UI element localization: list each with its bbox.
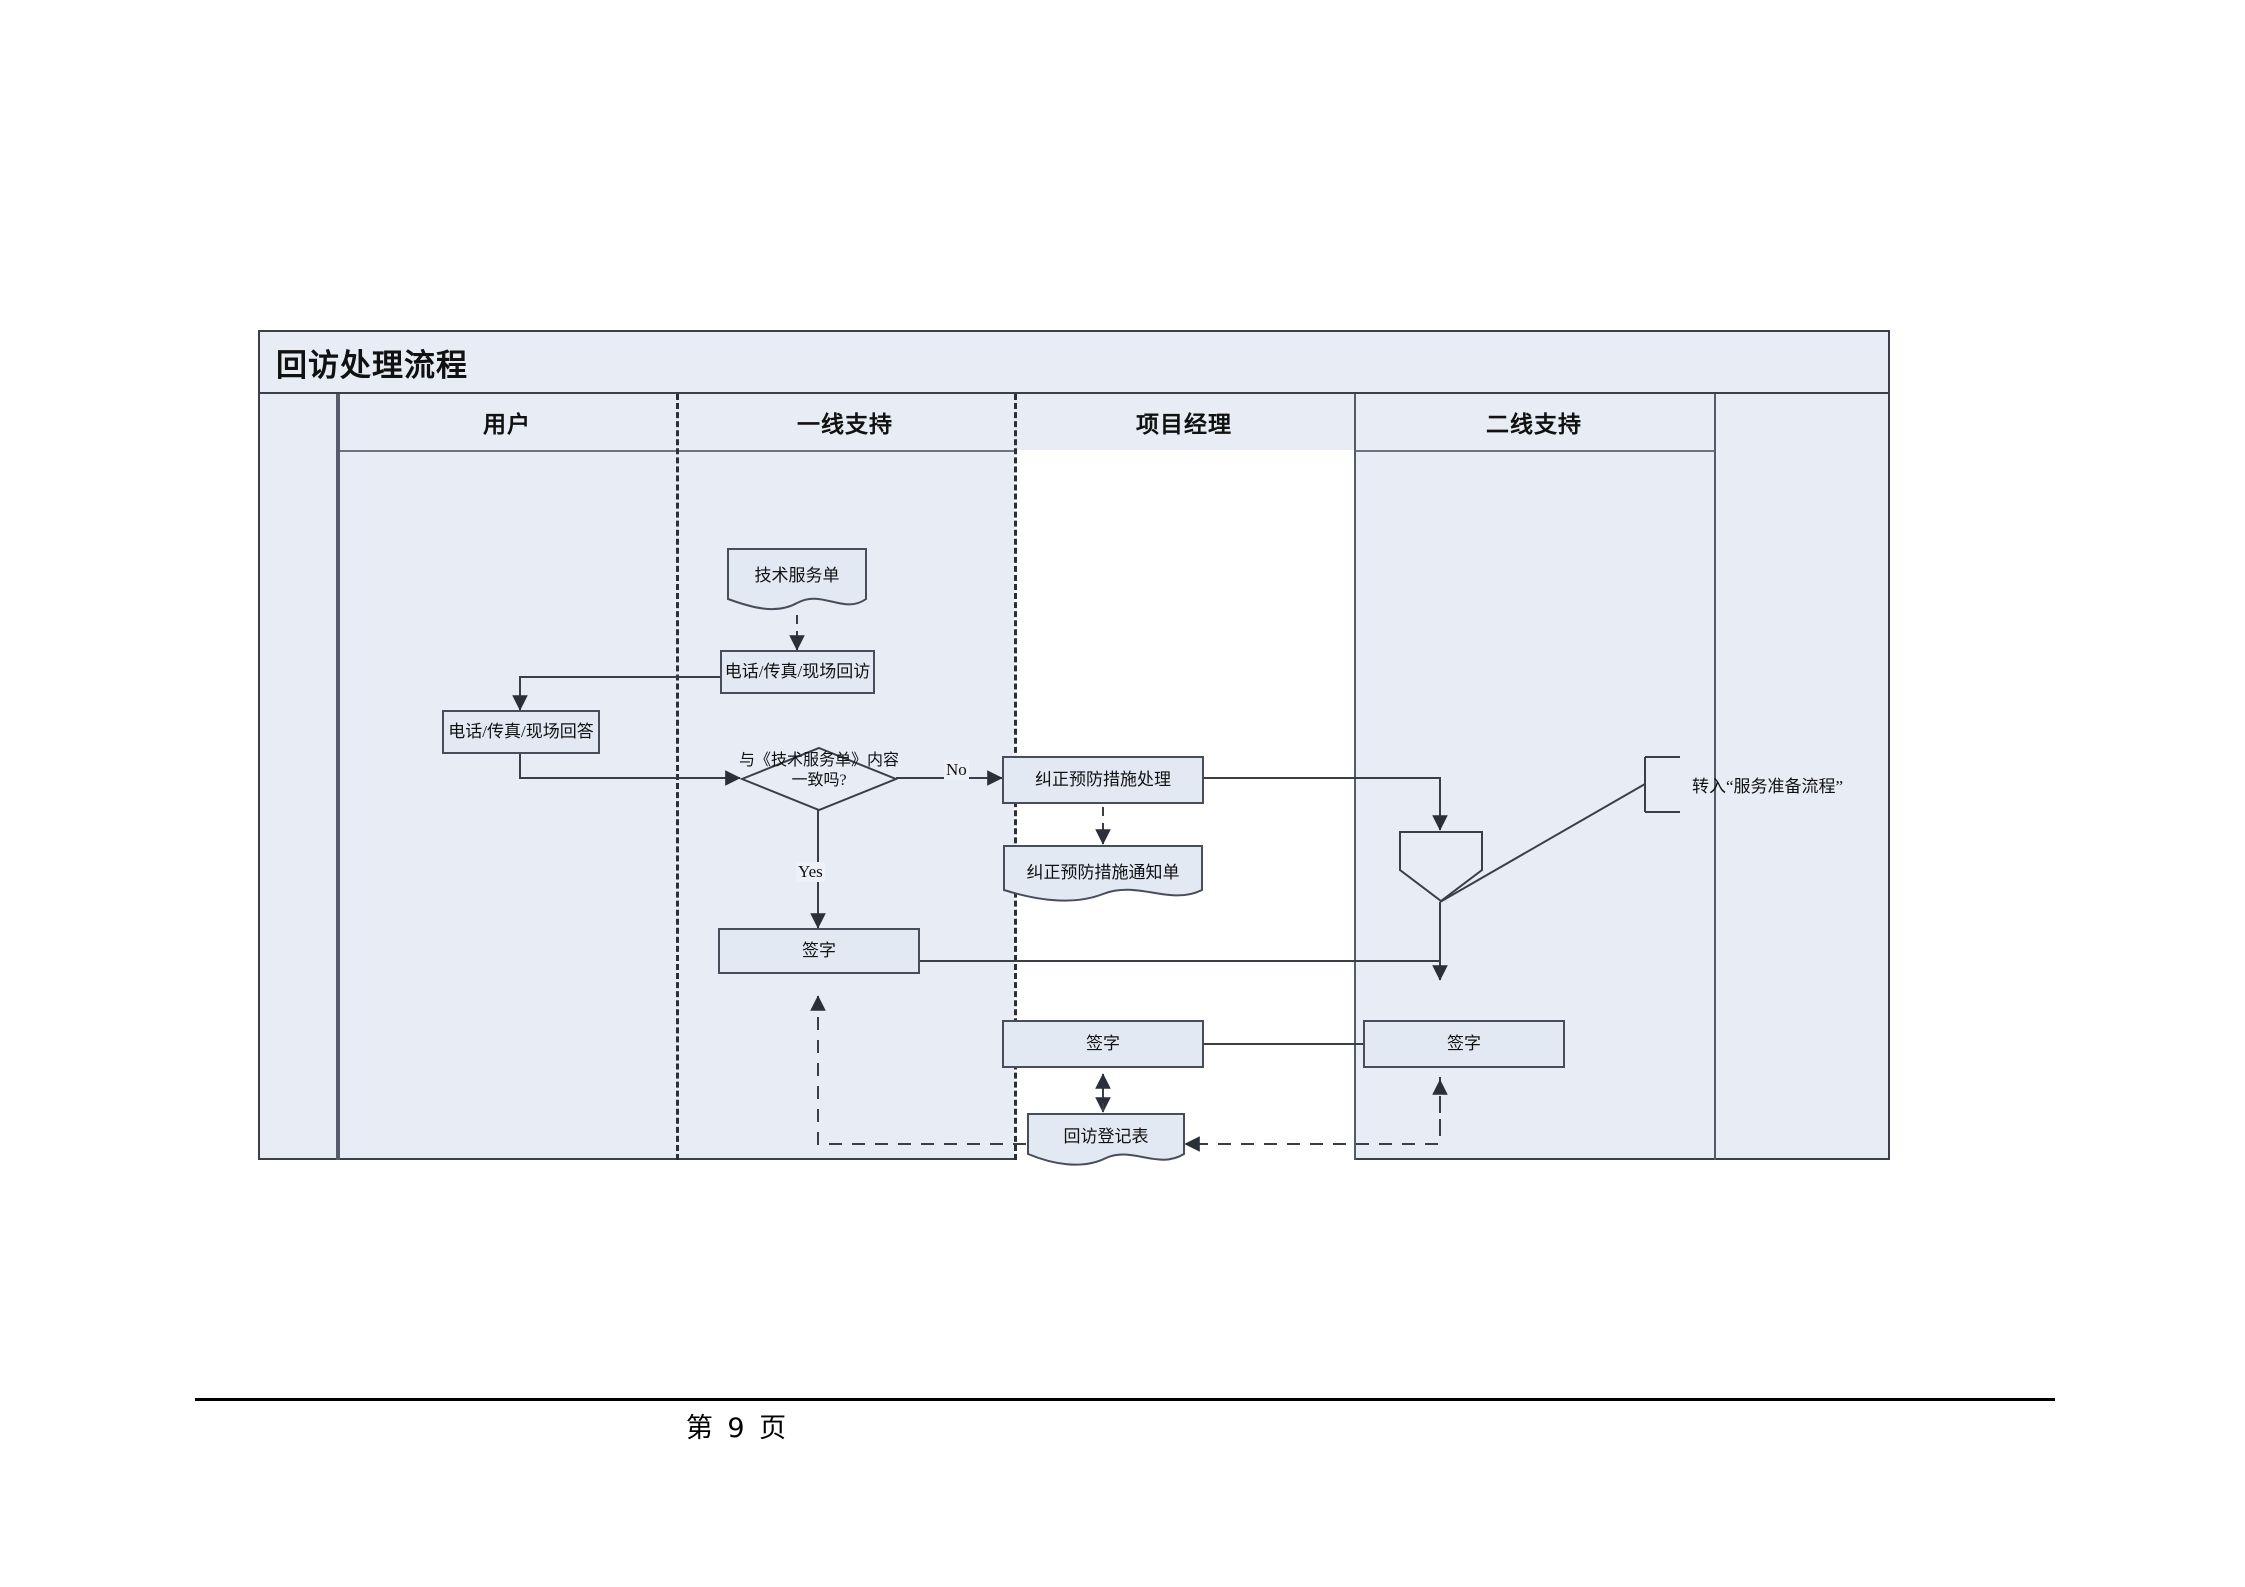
node-phone-fax-onsite-answer[interactable]: 电话/传真/现场回答	[442, 710, 600, 754]
lane-divider-left-edge	[338, 394, 340, 1160]
node-visit-register-form[interactable]: 回访登记表	[1026, 1112, 1186, 1170]
node-label-signature-second-line: 签字	[1447, 1033, 1481, 1053]
node-consistency-decision[interactable]: 与《技术服务单》内容 一致吗?	[739, 746, 899, 812]
merge-funnel-shape	[1399, 831, 1483, 903]
lane-header-rule-second-line	[1354, 450, 1714, 452]
lane-divider-secondline-right	[1714, 394, 1716, 1160]
node-corrective-notice[interactable]: 纠正预防措施通知单	[1002, 844, 1204, 906]
lane-header-second-line: 二线支持	[1354, 394, 1714, 450]
lane-label-first-line: 一线支持	[797, 412, 893, 438]
edge-label-yes: Yes	[796, 862, 825, 882]
lane-header-user: 用户	[338, 394, 676, 450]
lane-label-second-line: 二线支持	[1486, 412, 1582, 438]
footer-divider	[195, 1398, 2055, 1401]
lane-divider-pm-secondline	[1354, 394, 1356, 1160]
node-label-corrective-processing: 纠正预防措施处理	[1035, 769, 1171, 789]
document-shape	[1027, 1113, 1185, 1166]
node-signature-second-line[interactable]: 签字	[1363, 1020, 1565, 1068]
lane-stub-column	[260, 394, 338, 1160]
node-signature-project-manager[interactable]: 签字	[1002, 1020, 1204, 1068]
lane-label-project-manager: 项目经理	[1136, 412, 1232, 438]
decision-shape	[739, 746, 899, 812]
edge-label-no: No	[944, 760, 969, 780]
lane-second-line-support: 二线支持	[1354, 394, 1714, 1160]
lane-user: 用户	[338, 394, 676, 1160]
lane-first-line-support: 一线支持	[676, 394, 1014, 1160]
swimlane-flowchart: 回访处理流程 用户 一线支持 项目经理	[258, 330, 1890, 1166]
node-tech-service-order[interactable]: 技术服务单	[726, 547, 868, 615]
lane-header-rule-first-line	[676, 450, 1014, 452]
lane-header-rule-user	[338, 450, 676, 452]
offpage-transfer-label: 转入“服务准备流程”	[1692, 777, 1844, 796]
lane-divider-user-firstline	[676, 394, 679, 1160]
document-shape	[727, 548, 867, 611]
diagram-title-text: 回访处理流程	[276, 347, 468, 384]
node-signature-first-line[interactable]: 签字	[718, 928, 920, 974]
node-label-signature-project-manager: 签字	[1086, 1033, 1120, 1053]
footer-page-number: 第 9 页	[685, 1413, 790, 1444]
lane-label-user: 用户	[483, 412, 531, 438]
node-label-signature-first-line: 签字	[802, 940, 836, 960]
node-label-phone-fax-onsite-visit: 电话/传真/现场回访	[724, 661, 871, 681]
node-phone-fax-onsite-visit[interactable]: 电话/传真/现场回访	[720, 650, 875, 694]
diagram-title-bar: 回访处理流程	[260, 332, 1888, 394]
node-label-phone-fax-onsite-answer: 电话/传真/现场回答	[448, 721, 594, 741]
node-merge-funnel[interactable]	[1397, 830, 1485, 904]
lane-header-project-manager: 项目经理	[1014, 394, 1354, 450]
document-shape	[1003, 845, 1203, 902]
lane-header-first-line: 一线支持	[676, 394, 1014, 450]
node-corrective-processing[interactable]: 纠正预防措施处理	[1002, 756, 1204, 804]
